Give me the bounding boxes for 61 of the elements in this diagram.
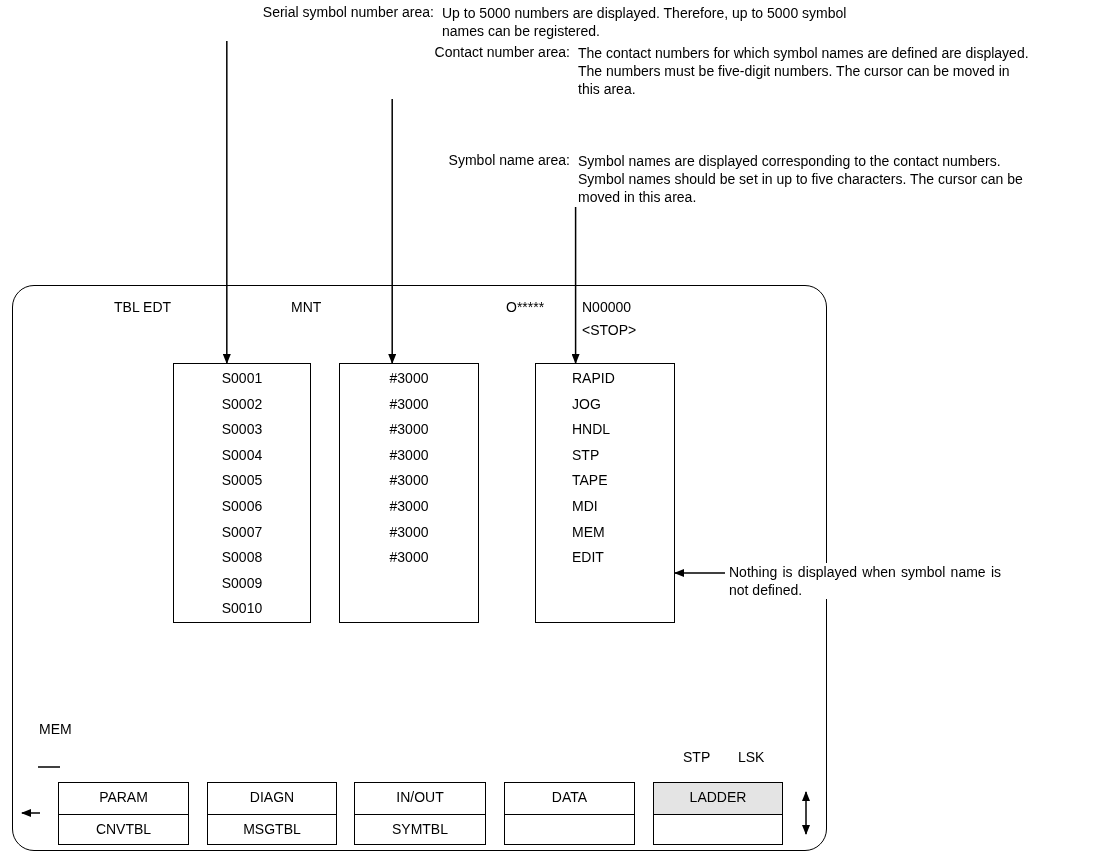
list-box	[173, 363, 311, 623]
leader-arrow	[222, 40, 231, 364]
softkey-label: DIAGN	[248, 788, 296, 807]
list-entry: #3000	[388, 445, 430, 464]
screen-text: N00000	[582, 298, 632, 316]
callout-heading: Contact number area:	[433, 44, 570, 60]
list-entry: S0002	[220, 394, 264, 413]
leader-arrow	[388, 98, 397, 364]
list-entry: S0003	[220, 420, 264, 439]
list-entry: JOG	[572, 394, 601, 413]
list-entry: TAPE	[572, 471, 608, 490]
softkey	[354, 782, 486, 845]
screen-text: MNT	[291, 298, 322, 316]
screen-text: STP	[683, 748, 711, 766]
list-entry: S0009	[220, 573, 264, 592]
list-entry: S0007	[220, 522, 264, 541]
leader-arrow	[571, 206, 580, 364]
list-entry: #3000	[388, 471, 430, 490]
callout-text: Nothing is displayed when symbol name is not defined.	[729, 563, 1001, 599]
softkey	[504, 782, 635, 845]
leader-arrow	[674, 569, 726, 577]
screen-text: <STOP>	[582, 321, 637, 339]
softkey-label: MSGTBL	[208, 813, 336, 844]
list-entry: #3000	[388, 548, 430, 567]
list-entry: #3000	[388, 420, 430, 439]
list-entry: #3000	[388, 394, 430, 413]
callout-text: Up to 5000 numbers are displayed. Therefore, up to 5000 symbol names can be registered.	[442, 4, 848, 40]
list-entry: S0001	[220, 369, 264, 387]
list-entry: MEM	[572, 522, 605, 541]
screen-text: O*****	[506, 298, 545, 316]
list-entry: STP	[572, 445, 600, 464]
list-entry: #3000	[388, 522, 430, 541]
list-entry: HNDL	[572, 420, 611, 439]
softkey-label: IN/OUT	[395, 788, 445, 807]
list-entry: S0006	[220, 497, 264, 515]
softkey-label: PARAM	[98, 788, 149, 807]
softkey-label: LADDER	[654, 783, 782, 814]
screen-text: MEM	[39, 720, 72, 738]
softkey-label: DATA	[550, 788, 589, 807]
softkey-label: SYMTBL	[355, 813, 485, 844]
list-entry: MDI	[572, 497, 598, 515]
softkey	[653, 782, 783, 845]
list-box	[339, 363, 479, 623]
list-entry: EDIT	[572, 548, 604, 567]
list-entry: S0005	[220, 471, 264, 490]
screen-text: TBL EDT	[114, 298, 172, 316]
list-entry: #3000	[388, 369, 430, 387]
callout-text: Symbol names are displayed corresponding to the contact numbers. Symbol names should be set in up to five characters. The cursor can be moved in this area.	[578, 152, 1024, 206]
softkey	[207, 782, 337, 845]
list-entry: S0008	[220, 548, 264, 567]
list-box	[535, 363, 675, 623]
screen-text: LSK	[738, 748, 765, 766]
list-entry: #3000	[388, 497, 430, 515]
callout-heading: Serial symbol number area:	[261, 4, 434, 20]
softkey	[58, 782, 189, 845]
list-entry: S0010	[220, 599, 264, 618]
callout-heading: Symbol name area:	[447, 152, 570, 168]
list-entry: RAPID	[572, 369, 615, 387]
softkey-label: CNVTBL	[59, 813, 188, 844]
callout-text: The contact numbers for which symbol names are defined are displayed. The numbers must be five-digit numbers. The cursor can be moved in this area.	[578, 44, 1030, 98]
list-entry: S0004	[220, 445, 264, 464]
